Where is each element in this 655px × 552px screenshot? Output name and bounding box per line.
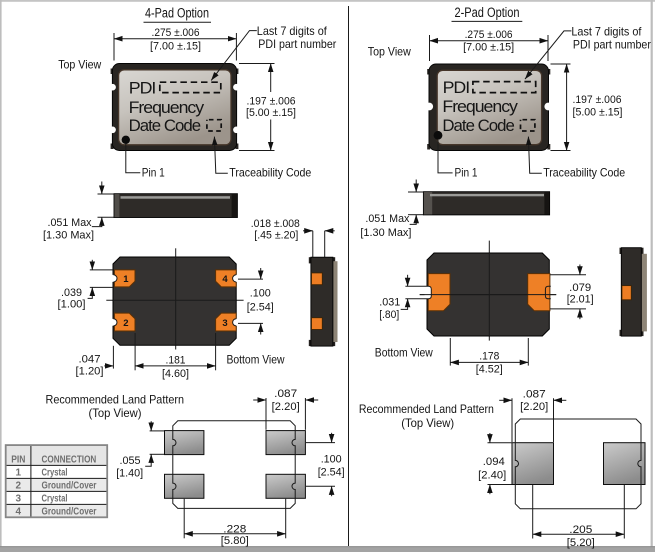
svg-text:PDI part number: PDI part number bbox=[573, 38, 651, 52]
svg-text:3: 3 bbox=[16, 493, 22, 504]
svg-text:.100: .100 bbox=[250, 287, 271, 299]
svg-text:Pin 1: Pin 1 bbox=[455, 166, 478, 180]
svg-text:Frequency: Frequency bbox=[442, 97, 518, 116]
svg-text:.205: .205 bbox=[569, 524, 592, 536]
svg-text:[2.20]: [2.20] bbox=[272, 401, 300, 413]
svg-text:4-Pad Option: 4-Pad Option bbox=[145, 6, 209, 21]
svg-text:Date Code: Date Code bbox=[129, 116, 201, 135]
svg-text:[2.20]: [2.20] bbox=[520, 401, 548, 413]
svg-text:3: 3 bbox=[222, 318, 227, 329]
svg-text:.100: .100 bbox=[321, 454, 342, 466]
svg-text:.039: .039 bbox=[61, 287, 82, 299]
svg-text:[5.00 ±.15]: [5.00 ±.15] bbox=[573, 107, 623, 119]
svg-text:[5.80]: [5.80] bbox=[221, 535, 249, 547]
svg-text:Top View: Top View bbox=[58, 57, 101, 71]
svg-text:Pin 1: Pin 1 bbox=[142, 166, 165, 180]
svg-text:2-Pad Option: 2-Pad Option bbox=[455, 5, 520, 20]
svg-text:Last 7 digits of: Last 7 digits of bbox=[257, 24, 328, 38]
svg-text:2: 2 bbox=[16, 480, 22, 491]
svg-text:.178: .178 bbox=[479, 351, 499, 363]
svg-text:[1.30 Max]: [1.30 Max] bbox=[43, 229, 94, 241]
svg-text:[2.01]: [2.01] bbox=[567, 294, 594, 306]
svg-text:.087: .087 bbox=[523, 388, 546, 400]
svg-text:(Top View): (Top View) bbox=[401, 416, 454, 430]
svg-text:Traceability Code: Traceability Code bbox=[543, 166, 625, 180]
svg-text:Recommended Land Pattern: Recommended Land Pattern bbox=[46, 392, 185, 406]
svg-text:Traceability Code: Traceability Code bbox=[229, 166, 311, 180]
svg-text:.197 ±.006: .197 ±.006 bbox=[247, 95, 296, 107]
svg-text:[2.54]: [2.54] bbox=[318, 466, 345, 478]
svg-text:[1.20]: [1.20] bbox=[76, 365, 104, 377]
svg-text:4: 4 bbox=[16, 506, 22, 517]
svg-text:1: 1 bbox=[123, 274, 129, 285]
svg-text:[1.00]: [1.00] bbox=[58, 298, 86, 310]
svg-text:[1.30 Max]: [1.30 Max] bbox=[360, 227, 411, 239]
svg-text:PDI: PDI bbox=[443, 78, 470, 97]
svg-text:.275 ±.006: .275 ±.006 bbox=[465, 29, 513, 41]
svg-text:Bottom View: Bottom View bbox=[375, 345, 433, 359]
svg-text:PDI part number: PDI part number bbox=[258, 37, 336, 51]
svg-text:[.45 ±.20]: [.45 ±.20] bbox=[254, 229, 298, 241]
svg-text:[4.60]: [4.60] bbox=[162, 368, 189, 380]
svg-text:.181: .181 bbox=[166, 354, 186, 366]
svg-text:.197 ±.006: .197 ±.006 bbox=[573, 94, 622, 106]
svg-text:2: 2 bbox=[123, 318, 128, 329]
svg-text:.094: .094 bbox=[483, 456, 505, 468]
svg-text:[5.00 ±.15]: [5.00 ±.15] bbox=[246, 107, 296, 119]
svg-text:Frequency: Frequency bbox=[129, 98, 205, 117]
svg-text:PIN: PIN bbox=[11, 454, 25, 466]
svg-text:PDI: PDI bbox=[129, 78, 156, 97]
svg-text:1: 1 bbox=[16, 467, 22, 478]
svg-text:[1.40]: [1.40] bbox=[116, 468, 143, 480]
svg-text:Bottom View: Bottom View bbox=[227, 352, 285, 366]
svg-text:.079: .079 bbox=[569, 282, 591, 294]
svg-text:.018 ±.008: .018 ±.008 bbox=[251, 218, 300, 230]
svg-text:.228: .228 bbox=[223, 524, 246, 536]
svg-text:Ground/Cover: Ground/Cover bbox=[42, 506, 97, 517]
svg-text:[2.40]: [2.40] bbox=[478, 470, 506, 482]
svg-text:.031: .031 bbox=[379, 297, 400, 309]
svg-text:[7.00 ±.15]: [7.00 ±.15] bbox=[150, 41, 201, 53]
svg-text:.051 Max: .051 Max bbox=[48, 217, 92, 229]
svg-text:[.80]: [.80] bbox=[379, 309, 399, 321]
svg-text:[7.00 ±.15]: [7.00 ±.15] bbox=[463, 42, 514, 54]
svg-text:[2.54]: [2.54] bbox=[247, 301, 274, 313]
svg-text:.051 Max: .051 Max bbox=[365, 213, 409, 225]
svg-text:Crystal: Crystal bbox=[42, 467, 68, 478]
svg-text:.087: .087 bbox=[274, 388, 297, 400]
svg-text:Date Code: Date Code bbox=[442, 116, 514, 135]
svg-text:(Top View): (Top View) bbox=[89, 406, 142, 420]
svg-text:4: 4 bbox=[222, 274, 228, 285]
svg-text:Top View: Top View bbox=[368, 45, 411, 59]
svg-text:Crystal: Crystal bbox=[42, 493, 68, 504]
svg-text:Ground/Cover: Ground/Cover bbox=[42, 480, 97, 491]
svg-text:CONNECTION: CONNECTION bbox=[42, 454, 97, 466]
svg-text:Last 7 digits of: Last 7 digits of bbox=[571, 25, 642, 39]
svg-text:.047: .047 bbox=[79, 354, 101, 366]
svg-text:[5.20]: [5.20] bbox=[567, 537, 595, 549]
svg-text:Recommended Land Pattern: Recommended Land Pattern bbox=[359, 402, 494, 416]
svg-text:.055: .055 bbox=[120, 455, 141, 467]
svg-text:.275 ±.006: .275 ±.006 bbox=[152, 27, 200, 39]
svg-text:[4.52]: [4.52] bbox=[476, 363, 503, 375]
